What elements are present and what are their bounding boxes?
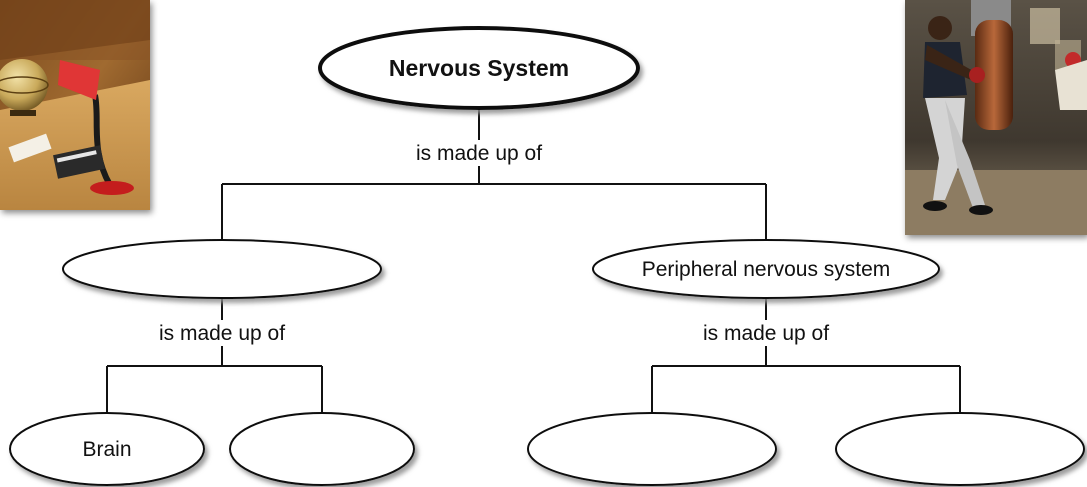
branch-link-label-left: is made up of [159,322,285,345]
leaf-label-left-1: Brain [82,438,131,461]
root-label: Nervous System [389,55,569,81]
branch-oval-left [62,239,382,299]
connector-lines [106,107,961,414]
leaf-node-right-1 [527,412,777,486]
punching-bag-photo-icon [905,0,1087,235]
leaf-node-left-2 [229,412,415,486]
leaf-node-left-1: Brain [9,412,205,486]
root-link-label: is made up of [416,142,542,165]
root-oval [318,26,640,110]
root-node: Nervous System [318,26,640,110]
branch-label-right: Peripheral nervous system [642,258,891,281]
branch-node-right: Peripheral nervous system [592,239,940,299]
leaf-oval-right-2 [835,412,1085,486]
leaf-node-right-2 [835,412,1085,486]
leaf-oval-left-2 [229,412,415,486]
branch-oval-right [592,239,940,299]
branch-node-left [62,239,382,299]
leaf-oval-right-1 [527,412,777,486]
branch-link-label-right: is made up of [703,322,829,345]
desk-lamp-photo-icon [0,0,150,210]
leaf-oval-left-1 [9,412,205,486]
